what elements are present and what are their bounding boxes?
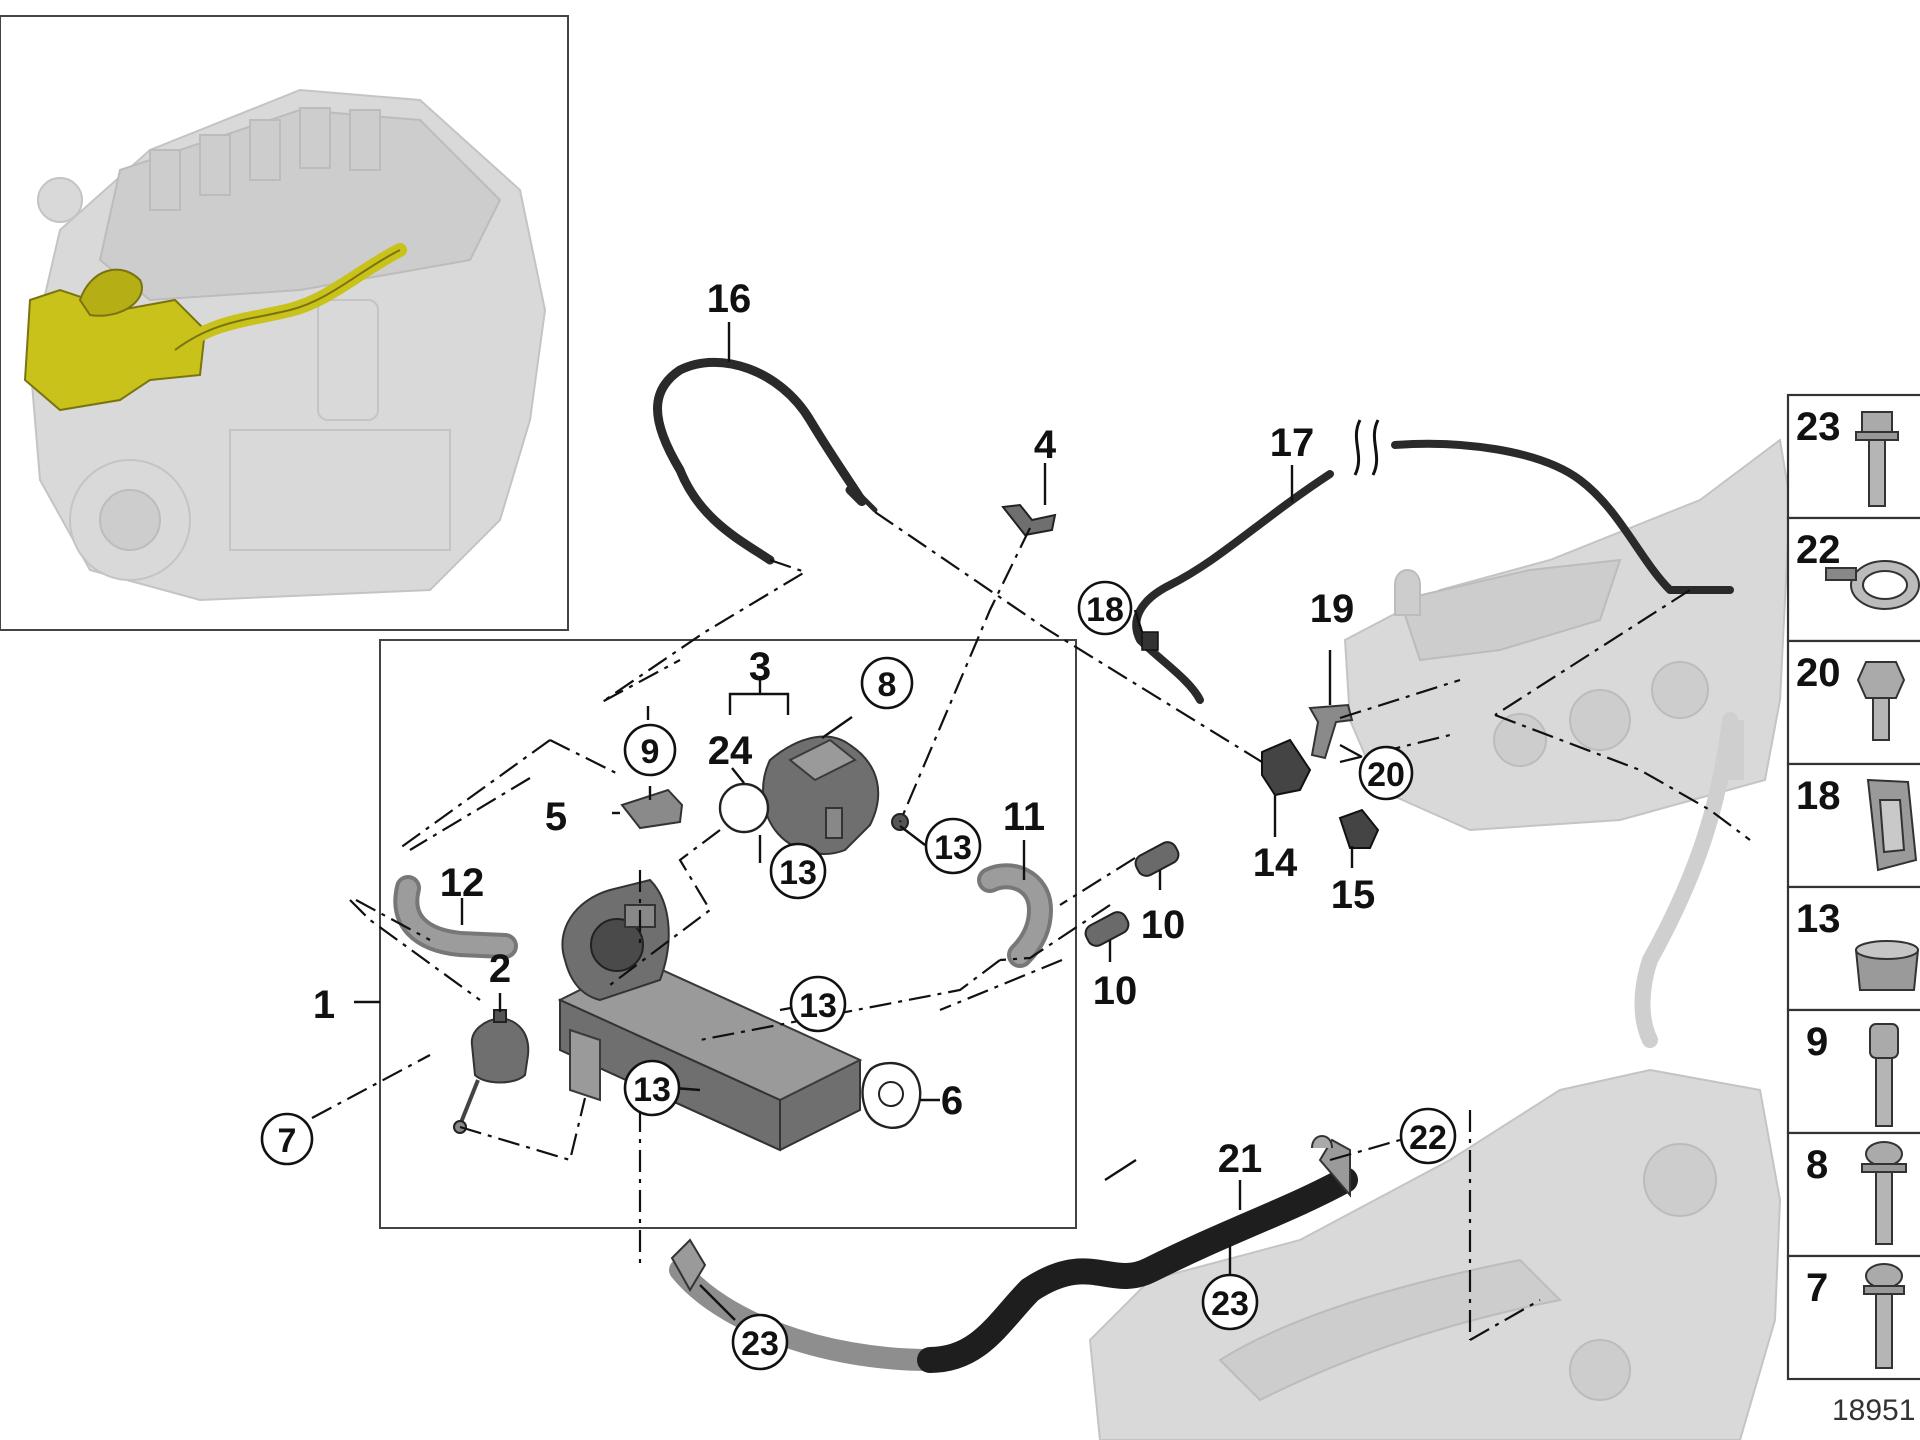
legend-row-22: 22: [1786, 516, 1920, 643]
sleeve-ring-icon: [1854, 940, 1920, 991]
pressure-converter-14: [1261, 738, 1312, 797]
label-19: 19: [1310, 587, 1355, 631]
legend-row-8: 8: [1786, 1131, 1920, 1258]
label-10-upper: 10: [1141, 903, 1186, 947]
callout-13-middle: 13: [789, 975, 847, 1033]
label-15: 15: [1331, 873, 1376, 917]
label-16: 16: [707, 277, 752, 321]
svg-text:7: 7: [1806, 1266, 1828, 1310]
fastener-legend: 23 22 20: [1786, 393, 1920, 1381]
svg-text:23: 23: [1211, 1285, 1249, 1323]
svg-text:20: 20: [1367, 756, 1405, 794]
egr-valve-housing: [561, 878, 670, 1002]
legend-row-20: 20: [1786, 639, 1920, 766]
svg-text:13: 13: [799, 987, 837, 1025]
diagram-reference-number: 18951: [1832, 1394, 1915, 1427]
svg-text:13: 13: [779, 854, 817, 892]
svg-text:7: 7: [278, 1122, 297, 1160]
svg-text:13: 13: [1796, 897, 1841, 941]
guide-lines: [311, 511, 1751, 1341]
label-2: 2: [489, 947, 511, 991]
legend-row-13: 13: [1786, 885, 1920, 1012]
egr-pipe-21: [669, 1135, 1358, 1373]
egr-assembly-highlight: [23, 243, 407, 412]
callout-18: 18: [1077, 580, 1133, 636]
label-21: 21: [1218, 1137, 1263, 1181]
coolant-hose-12: [393, 875, 518, 959]
label-10-lower: 10: [1093, 969, 1138, 1013]
callout-13-right: 13: [924, 817, 982, 875]
legend-row-9: 9: [1786, 1008, 1920, 1135]
vacuum-hose-16: [653, 357, 878, 565]
svg-text:13: 13: [934, 829, 972, 867]
bracket-19: [1308, 703, 1354, 760]
callout-13-bottom: 13: [623, 1059, 681, 1117]
bracket-4: [1001, 503, 1057, 537]
dipstick-tube-ghost: [1634, 712, 1744, 1048]
svg-text:23: 23: [741, 1325, 779, 1363]
svg-text:18: 18: [1796, 774, 1841, 818]
label-3: 3: [749, 645, 771, 689]
label-12: 12: [440, 861, 485, 905]
svg-text:20: 20: [1796, 651, 1841, 695]
circled-labels: 7 8 9 13 13 13 13 18: [260, 580, 1457, 1371]
callout-22: 22: [1399, 1107, 1457, 1165]
vacuum-hose-17: [1132, 419, 1734, 704]
legend-row-7: 7: [1786, 1254, 1920, 1381]
hex-bolt-icon: [1856, 661, 1906, 741]
svg-text:23: 23: [1796, 405, 1841, 449]
vacuum-unit-3: [762, 735, 909, 855]
plain-labels: 1 2 3 4 5 6 10 10 11 12 14 15 16 17 19 2…: [313, 277, 1375, 1181]
svg-text:9: 9: [641, 733, 660, 771]
connector-15: [1338, 808, 1380, 849]
legend-row-23: 23: [1786, 393, 1920, 520]
callout-13-top: 13: [769, 842, 827, 900]
coolant-hose-11: [977, 863, 1054, 968]
legend-row-18: 18: [1786, 762, 1920, 889]
svg-text:22: 22: [1409, 1119, 1447, 1157]
clip-icon: [1866, 778, 1918, 872]
svg-text:18: 18: [1086, 591, 1124, 629]
clip-18-on-hose: [1141, 631, 1159, 651]
pressure-converter-2: [453, 1009, 530, 1134]
svg-text:8: 8: [878, 666, 897, 704]
label-1: 1: [313, 983, 335, 1027]
label-14: 14: [1253, 841, 1298, 885]
callout-8: 8: [860, 656, 914, 710]
engine-overview-inset: [0, 15, 569, 631]
hex-flange-bolt-icon: [1855, 411, 1899, 507]
label-11: 11: [1003, 795, 1045, 839]
callout-20: 20: [1358, 745, 1414, 801]
svg-text:13: 13: [633, 1071, 671, 1109]
svg-text:9: 9: [1806, 1020, 1828, 1064]
svg-text:8: 8: [1806, 1143, 1828, 1187]
engine-block-illustration: [28, 88, 547, 602]
label-17: 17: [1270, 421, 1315, 465]
svg-text:22: 22: [1796, 528, 1841, 572]
torx-bolt-icon: [1869, 1023, 1899, 1127]
label-24: 24: [708, 729, 753, 773]
callout-9: 9: [623, 723, 677, 777]
assembly-frame: [379, 639, 1077, 1229]
callout-23-right: 23: [1201, 1273, 1259, 1331]
intake-manifold-ghost: [1088, 1068, 1782, 1440]
label-6: 6: [941, 1079, 963, 1123]
hose-pieces-10: [1084, 841, 1180, 947]
label-4: 4: [1034, 423, 1057, 467]
o-ring-24: [718, 782, 770, 834]
callout-23-left: 23: [731, 1313, 789, 1371]
label-5: 5: [545, 795, 567, 839]
cylinder-head-ghost: [1343, 438, 1792, 832]
hose-clamp-icon: [1825, 560, 1920, 610]
callout-7: 7: [260, 1112, 314, 1166]
torx-screw-icon: [1861, 1141, 1907, 1245]
gasket-6: [861, 1061, 922, 1129]
bracket-5: [620, 788, 684, 830]
torx-bolt-short-icon: [1863, 1263, 1905, 1369]
